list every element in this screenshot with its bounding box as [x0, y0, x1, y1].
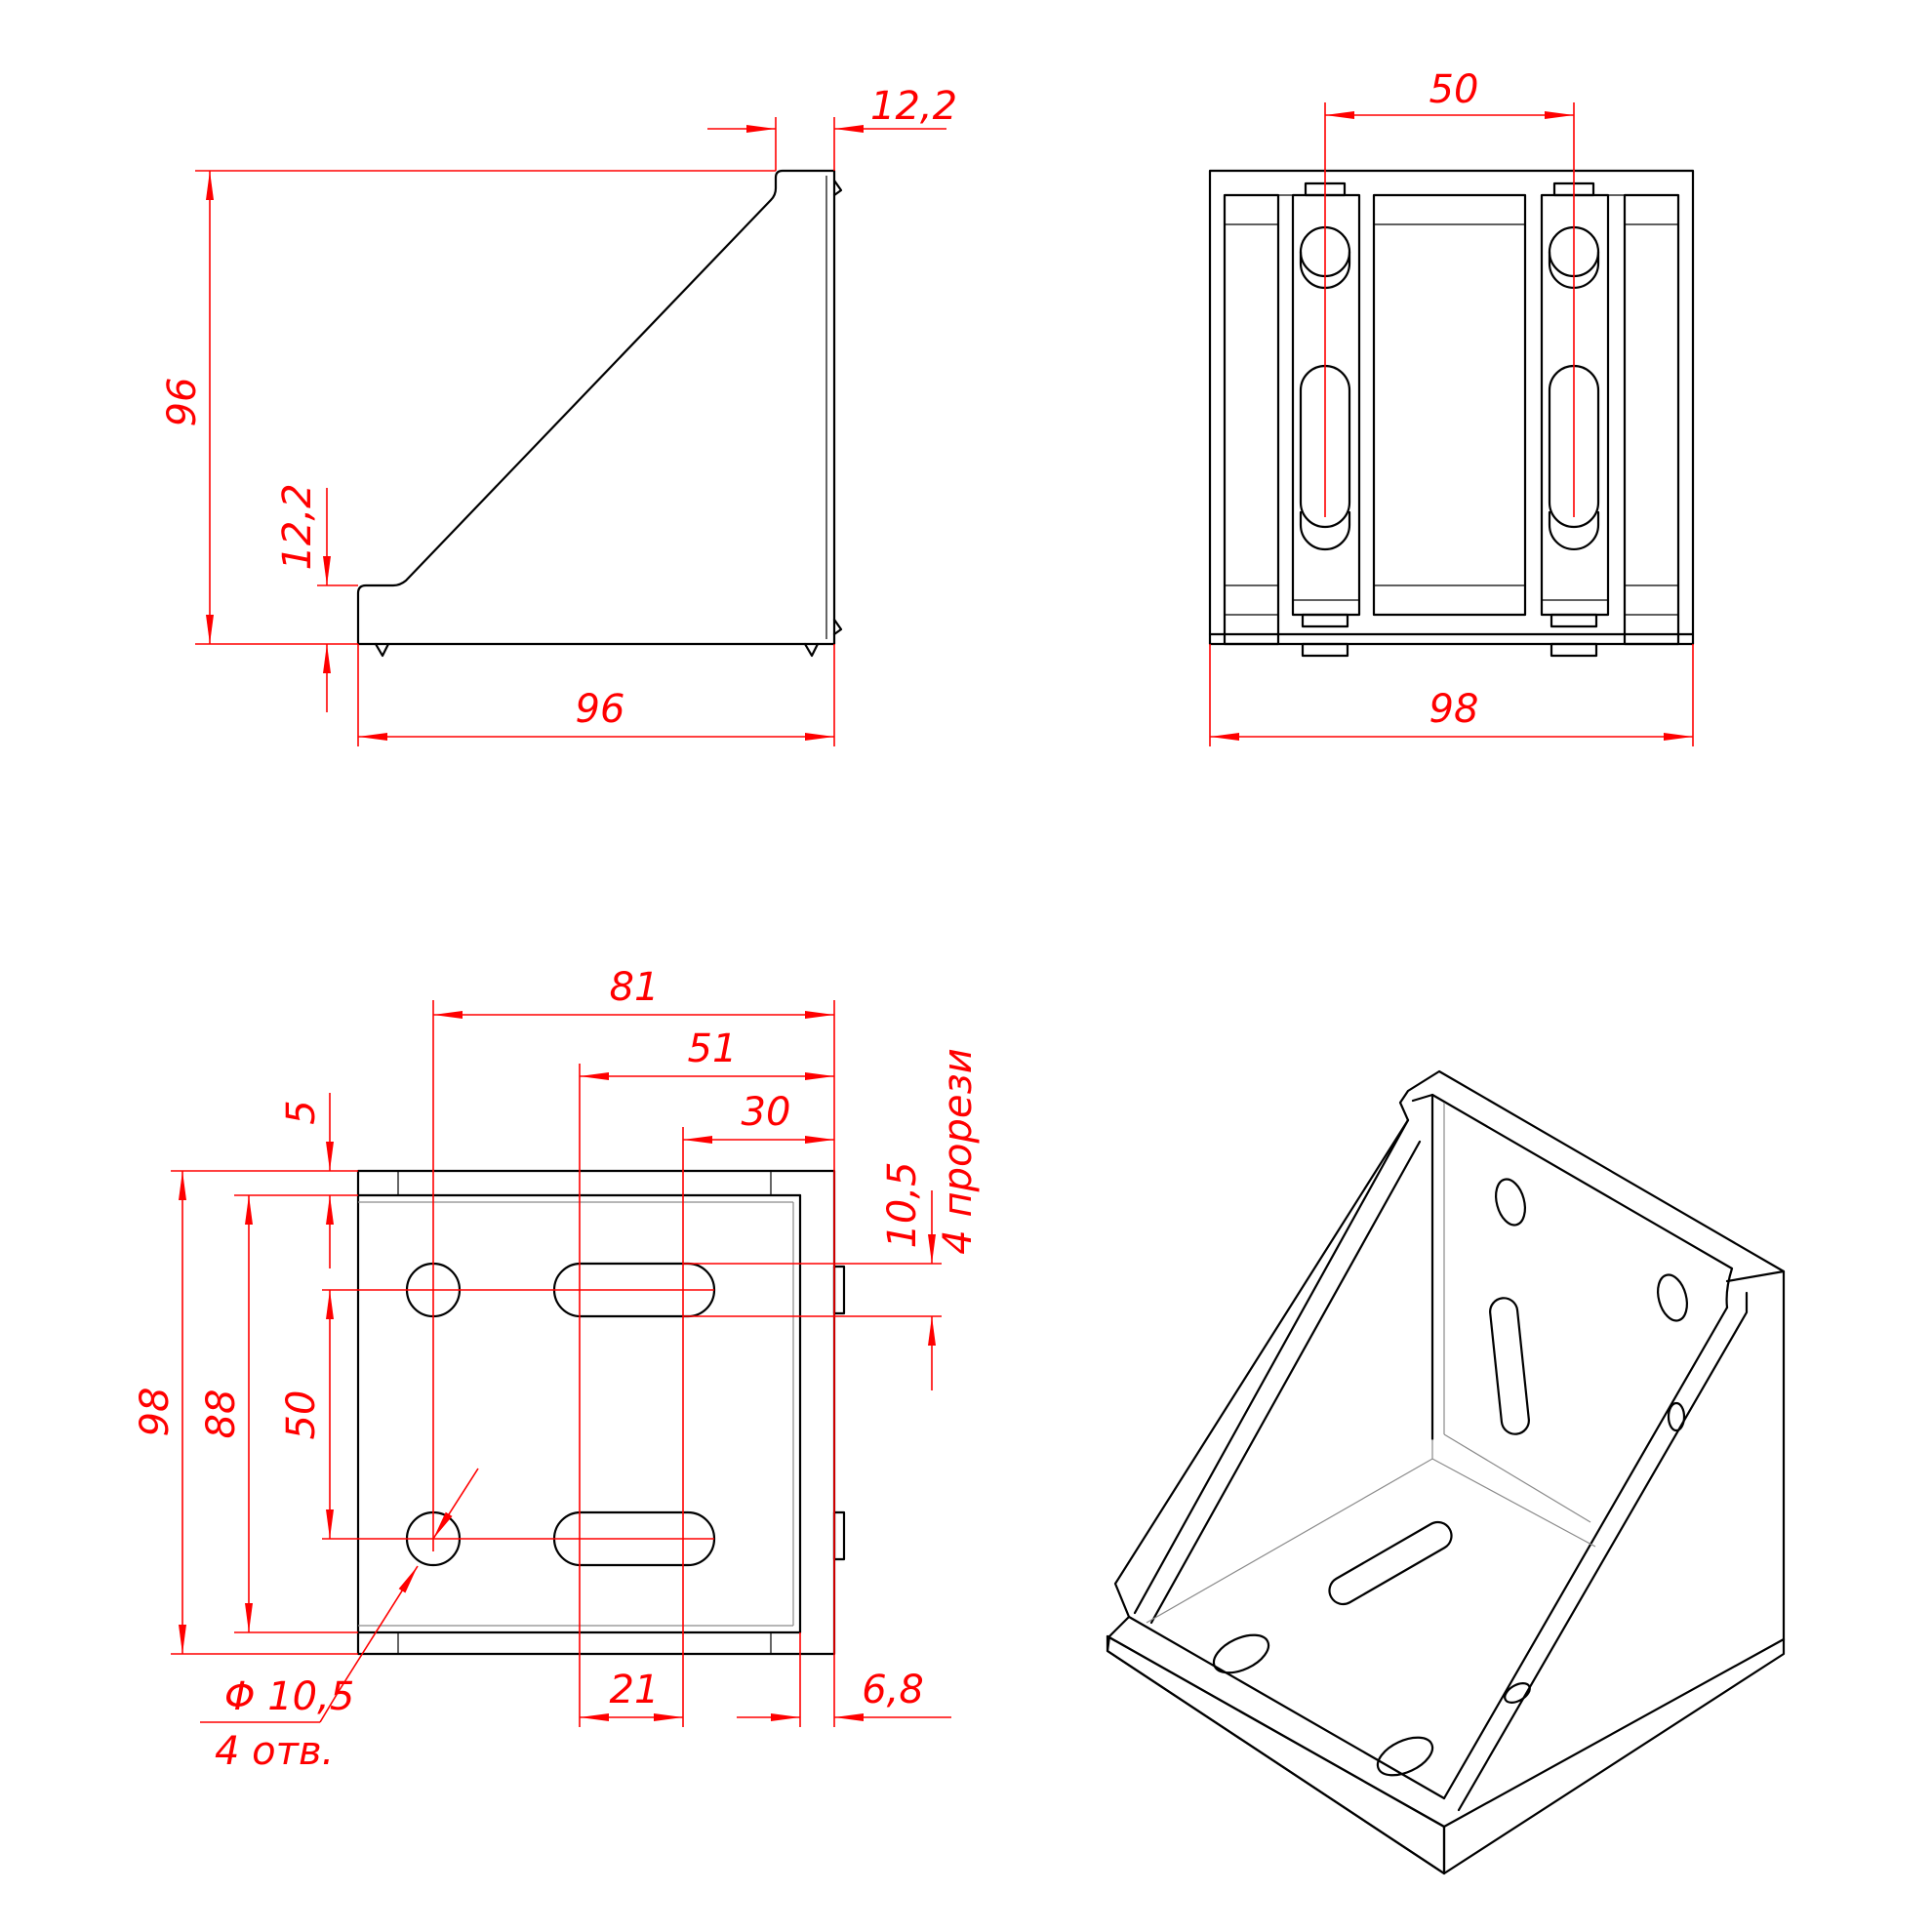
- side-view: 96 12,2 12,2 96: [160, 84, 957, 746]
- top-50-label: 50: [279, 1390, 324, 1440]
- top-view: 81 51 30 5 98 88 50 10,5 4 прорези Φ 10,…: [133, 965, 981, 1774]
- top-30-label: 30: [742, 1090, 791, 1135]
- top-6-8-label: 6,8: [862, 1668, 924, 1712]
- front-width-label: 98: [1429, 687, 1479, 732]
- side-width-label: 96: [576, 687, 625, 732]
- top-5-label: 5: [279, 1100, 324, 1124]
- top-51-label: 51: [688, 1026, 738, 1071]
- slot-note-label: 4 прорези: [936, 1048, 981, 1254]
- top-98-label: 98: [133, 1388, 178, 1437]
- side-bottom-thickness-label: 12,2: [275, 483, 320, 570]
- top-88-label: 88: [199, 1389, 244, 1439]
- top-21-label: 21: [610, 1668, 660, 1712]
- side-top-thickness-label: 12,2: [870, 84, 957, 129]
- hole-note-label: 4 отв.: [215, 1729, 334, 1774]
- isometric-view: [1106, 1069, 1786, 1875]
- side-height-label: 96: [160, 378, 205, 427]
- hole-diameter-label: Φ 10,5: [224, 1674, 354, 1719]
- top-81-label: 81: [610, 965, 660, 1010]
- slot-width-label: 10,5: [880, 1161, 925, 1248]
- front-view: 50 98: [1208, 67, 1695, 746]
- front-slot-spacing-label: 50: [1429, 67, 1479, 112]
